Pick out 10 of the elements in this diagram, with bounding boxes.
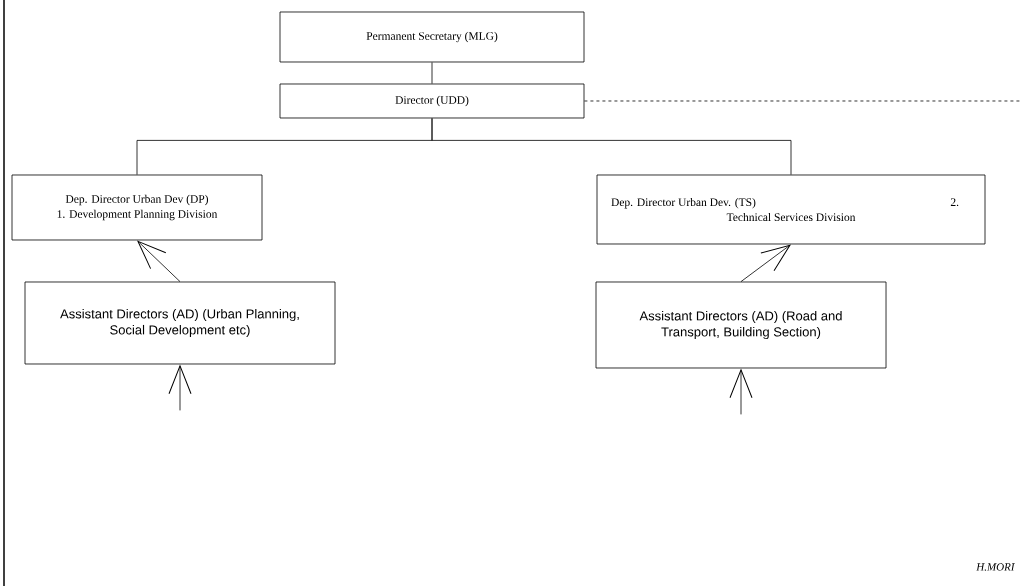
org-box: Dep. Director Urban Dev. (TS) 2. Technical Services Division [596, 174, 986, 245]
author-label: H.MORI [976, 563, 1015, 571]
org-box: Director (UDD) [279, 83, 585, 119]
org-box: Assistant Directors (AD) (Road and Transport, Building Section) [595, 281, 887, 369]
org-box: Permanent Secretary (MLG) [279, 11, 585, 63]
org-box: Dep. Director Urban Dev (DP) 1. Development Planning Division [11, 174, 263, 241]
connector-line [584, 100, 1023, 102]
connector-line [431, 118, 792, 175]
org-box: Assistant Directors (AD) (Urban Planning, Social Development etc) [24, 281, 336, 365]
connector-line [431, 62, 433, 84]
